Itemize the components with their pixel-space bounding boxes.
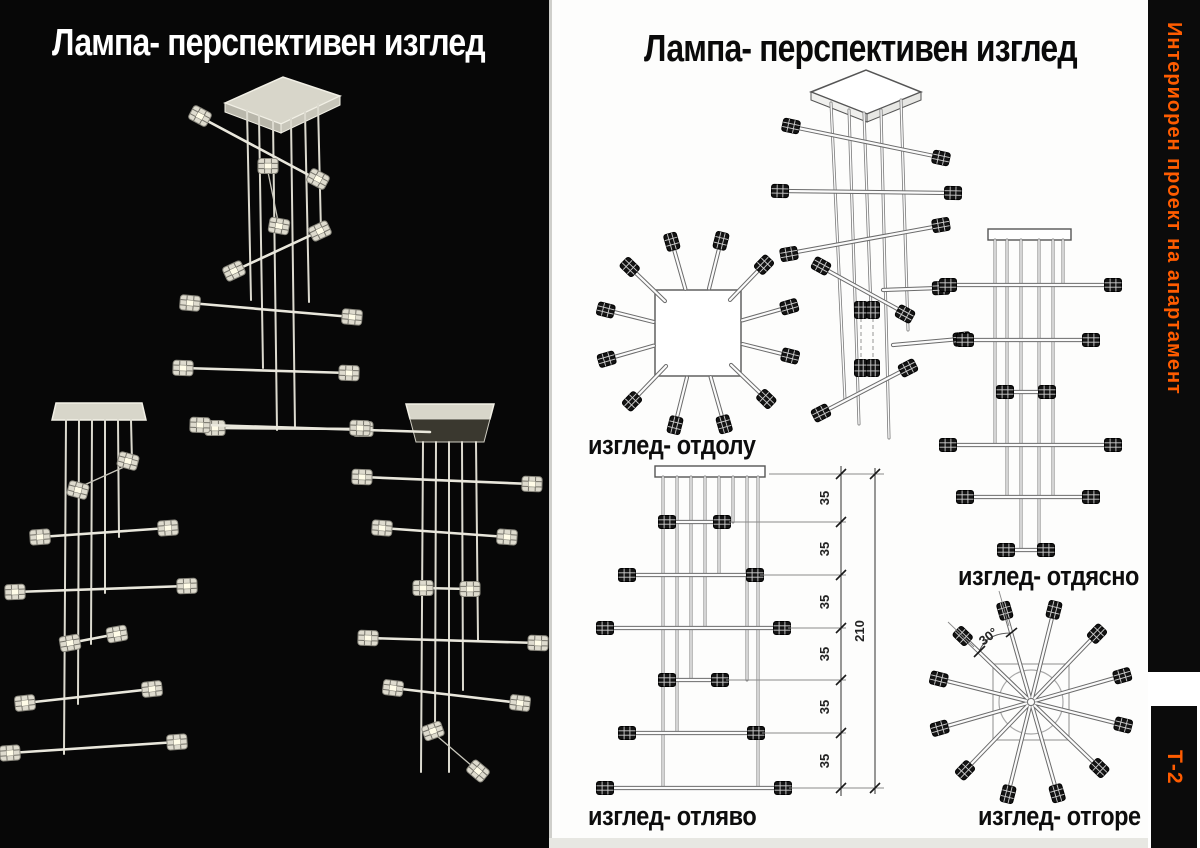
chandelier-render-bottom-middle bbox=[189, 403, 549, 784]
top-view-drawing: 30° bbox=[928, 590, 1134, 805]
right-page-title: Лампа- перспективен изглед bbox=[644, 28, 1078, 70]
dim-35-4: 35 bbox=[817, 647, 832, 661]
dim-angle-30: 30° bbox=[976, 624, 1001, 648]
dim-35-5: 35 bbox=[817, 700, 832, 714]
dim-35-6: 35 bbox=[817, 754, 832, 768]
perspective-view-drawing bbox=[770, 69, 972, 440]
sheet-code: Т-2 bbox=[1163, 750, 1186, 785]
left-panel-title: Лампа- перспективен изглед bbox=[52, 22, 486, 64]
left-dark-panel: Лампа- перспективен изглед bbox=[0, 0, 549, 848]
dim-35-2: 35 bbox=[817, 542, 832, 556]
dim-35-3: 35 bbox=[817, 595, 832, 609]
left-view-drawing bbox=[596, 465, 792, 795]
dimension-lines: 35 35 35 35 35 35 210 bbox=[726, 466, 884, 796]
dim-total-210: 210 bbox=[852, 620, 867, 642]
right-page-render: 35 35 35 35 35 35 210 30° bbox=[595, 69, 1134, 805]
view-label-left: изглед- отляво bbox=[588, 801, 757, 831]
view-label-top: изглед- отгоре bbox=[978, 801, 1141, 831]
right-white-page: 35 35 35 35 35 35 210 30° bbox=[549, 0, 1148, 848]
view-label-right: изглед- отдясно bbox=[958, 561, 1139, 591]
side-strip-project: Интериорен проект на апартамент bbox=[1148, 0, 1200, 672]
side-strip-sheet: Т-2 bbox=[1151, 706, 1197, 848]
chandelier-render-bottom-left bbox=[0, 402, 198, 762]
dim-35-1: 35 bbox=[817, 491, 832, 505]
page-bottom-edge bbox=[549, 838, 1148, 848]
view-label-bottom: изглед- отдолу bbox=[588, 430, 756, 460]
right-view-drawing bbox=[939, 228, 1122, 557]
left-panel-render bbox=[0, 76, 549, 784]
project-title-vertical: Интериорен проект на апартамент bbox=[1163, 22, 1185, 395]
bottom-view-drawing bbox=[595, 230, 801, 436]
chandelier-render-top bbox=[172, 76, 374, 437]
